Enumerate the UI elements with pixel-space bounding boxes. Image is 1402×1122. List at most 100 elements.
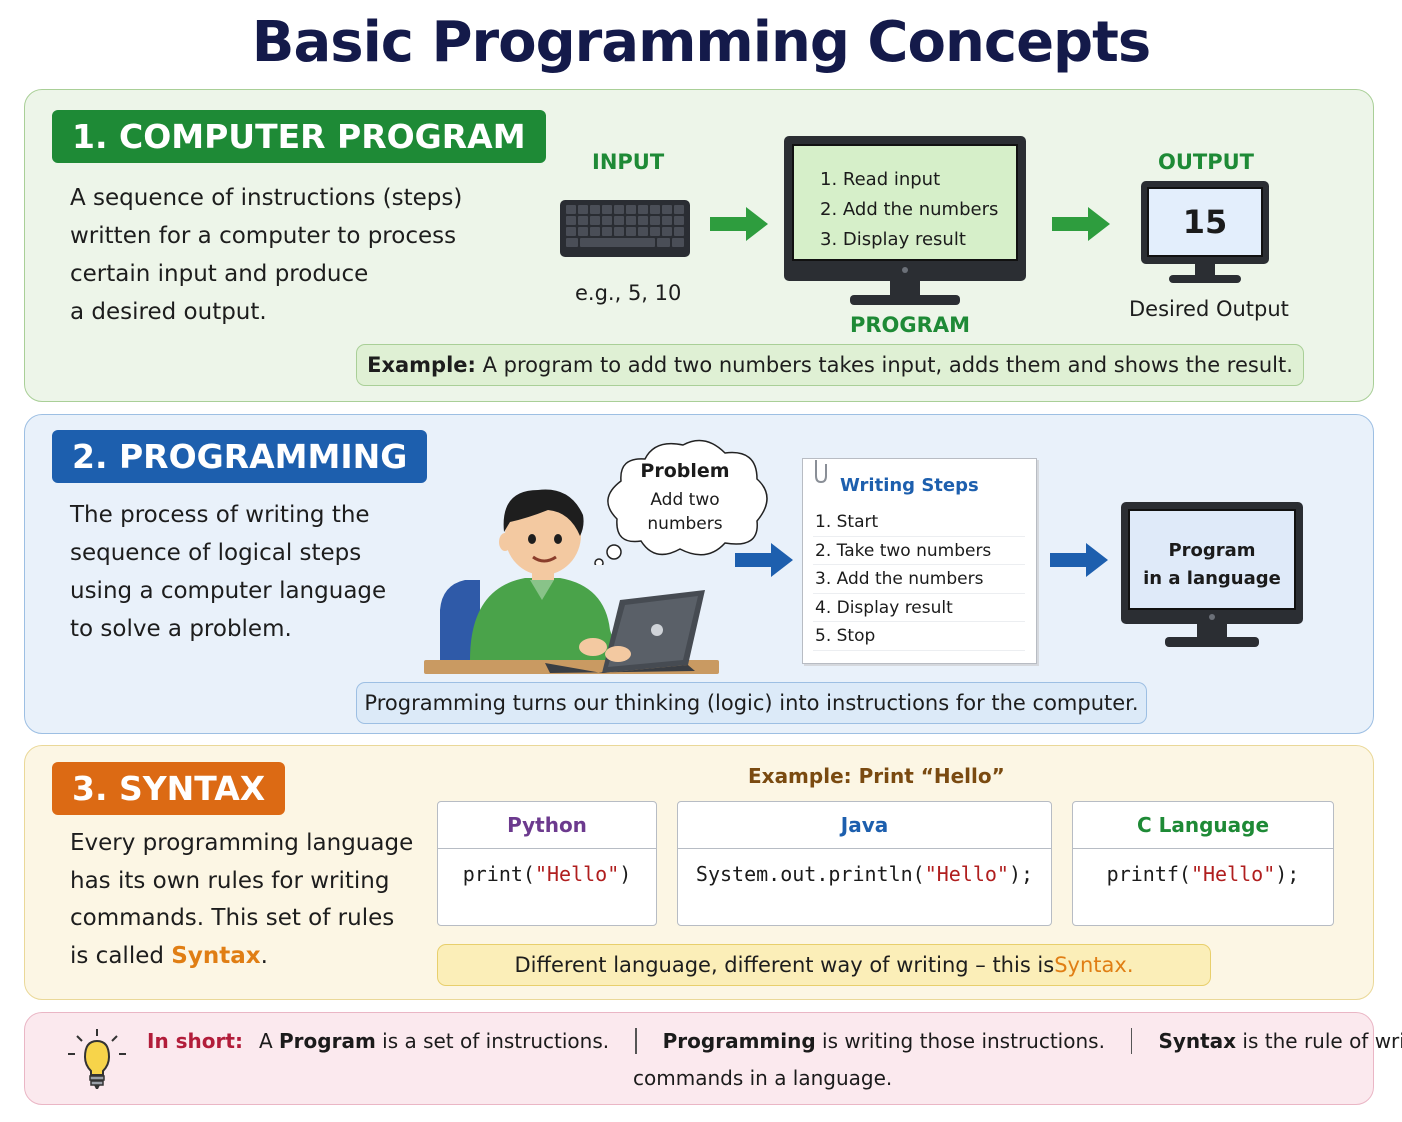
description-line: commands. This set of rules: [70, 905, 395, 931]
code-card-c-language: C Language printf("Hello");: [1072, 801, 1334, 926]
in-short-syntax: Syntax is the rule of writing: [1158, 1029, 1402, 1053]
program-steps: 1. Read input 2. Add the numbers 3. Disp…: [820, 165, 998, 255]
code-part: System.out.println(: [695, 862, 925, 886]
thought-title: Problem: [640, 460, 730, 482]
arrow-right-icon: [1050, 543, 1108, 577]
program-monitor: 1. Read input 2. Add the numbers 3. Disp…: [784, 136, 1026, 281]
in-short-line: In short: A Program is a set of instruct…: [147, 1028, 1402, 1054]
thought-body: Add two numbers: [585, 488, 785, 536]
syntax-term: Syntax: [1158, 1029, 1237, 1053]
thought-line: Add two: [650, 490, 720, 510]
page-title: Basic Programming Concepts: [251, 10, 1151, 75]
description-line: A sequence of instructions (steps): [70, 185, 463, 211]
program-in-language-monitor: Program in a language: [1121, 502, 1303, 624]
output-monitor: 15: [1141, 181, 1269, 264]
code-part: print(: [462, 862, 535, 886]
code-string: "Hello": [924, 862, 1009, 886]
program-step: 2. Add the numbers: [820, 199, 999, 220]
program-screen: 1. Read input 2. Add the numbers 3. Disp…: [792, 144, 1018, 261]
language-name: Java: [678, 802, 1051, 849]
syntax-term: Syntax: [171, 942, 261, 969]
thought-line: numbers: [647, 514, 723, 534]
notebook-step: 3. Add the numbers: [813, 565, 1025, 594]
arrow-right-icon: [735, 543, 793, 577]
thought-bubble: Problem Add two numbers: [585, 435, 805, 565]
description-line: written for a computer to process: [70, 223, 457, 249]
description-line: is called Syntax.: [70, 938, 413, 976]
code-card-java: Java System.out.println("Hello");: [677, 801, 1052, 926]
program-line: Program: [1168, 540, 1256, 561]
output-caption: Desired Output: [1129, 297, 1289, 321]
code-string: "Hello": [534, 862, 620, 886]
programming-term: Programming: [662, 1029, 816, 1053]
notebook-title: Writing Steps: [840, 475, 979, 496]
code-card-python: Python print("Hello"): [437, 801, 657, 926]
program-step: 3. Display result: [820, 229, 966, 250]
example-label: Example:: [367, 353, 476, 377]
language-name: Python: [438, 802, 656, 849]
divider: [635, 1028, 637, 1054]
syntax-description: Every programming language has its own r…: [70, 825, 413, 975]
code-part: printf(: [1106, 862, 1191, 886]
description-suffix: .: [260, 942, 268, 969]
program-term: Program: [279, 1029, 376, 1053]
paper-clip-icon: [815, 460, 827, 484]
program-in-language-screen: Program in a language: [1128, 509, 1296, 610]
programming-description: The process of writing the sequence of l…: [70, 496, 386, 648]
code-snippet: printf("Hello");: [1073, 849, 1333, 886]
syntax-summary-term: Syntax.: [1054, 953, 1134, 977]
description-line: has its own rules for writing: [70, 867, 390, 894]
programming-summary: Programming turns our thinking (logic) i…: [356, 682, 1147, 724]
section-heading-syntax: 3. SYNTAX: [52, 762, 286, 815]
programming-panel: 2. PROGRAMMING The process of writing th…: [24, 414, 1374, 734]
in-short-continued: commands in a language.: [633, 1066, 893, 1090]
text-part: is a set of instructions.: [375, 1029, 610, 1053]
lightbulb-icon: [68, 1029, 126, 1089]
divider: [1130, 1028, 1133, 1054]
code-part: );: [1008, 862, 1034, 886]
description-line: certain input and produce: [70, 261, 369, 287]
monitor-base: [1165, 637, 1259, 647]
child-at-laptop-illustration: [424, 489, 719, 674]
program-in-language-text: Program in a language: [1130, 537, 1294, 593]
code-snippet: System.out.println("Hello");: [678, 849, 1051, 886]
program-label: PROGRAM: [850, 313, 970, 337]
text-part: is the rule of writing: [1242, 1029, 1402, 1053]
monitor-stand: [1195, 264, 1215, 276]
output-screen: 15: [1147, 187, 1263, 257]
section-heading-programming: 2. PROGRAMMING: [52, 430, 428, 483]
writing-steps-notebook: Writing Steps 1. Start 2. Take two numbe…: [802, 458, 1037, 664]
arrow-right-icon: [1052, 207, 1110, 241]
computer-program-panel: 1. COMPUTER PROGRAM A sequence of instru…: [24, 89, 1374, 402]
program-line: in a language: [1143, 568, 1281, 589]
monitor-stand: [890, 281, 920, 296]
output-value: 15: [1182, 203, 1228, 241]
in-short-programming: Programming is writing those instruction…: [663, 1029, 1105, 1053]
power-led-icon: [902, 267, 908, 273]
description-line: to solve a problem.: [70, 616, 292, 642]
code-part: ): [619, 862, 632, 886]
syntax-panel: 3. SYNTAX Every programming language has…: [24, 745, 1374, 1000]
text-part: A: [258, 1029, 279, 1053]
description-line: a desired output.: [70, 299, 267, 325]
in-short-panel: In short: A Program is a set of instruct…: [24, 1012, 1402, 1105]
description-line: using a computer language: [70, 578, 387, 604]
monitor-stand: [1197, 624, 1227, 639]
monitor-base: [1169, 275, 1241, 283]
keyboard-icon: [560, 200, 690, 257]
thought-cloud-icon: [594, 439, 768, 565]
input-label: INPUT: [592, 150, 665, 174]
in-short-label: In short:: [147, 1029, 243, 1053]
output-label: OUTPUT: [1158, 150, 1254, 174]
notebook-step: 4. Display result: [813, 594, 1025, 623]
syntax-summary-prefix: Different language, different way of wri…: [514, 953, 1055, 977]
language-name: C Language: [1073, 802, 1333, 849]
description-line: The process of writing the: [70, 502, 370, 528]
syntax-summary: Different language, different way of wri…: [437, 944, 1211, 986]
text-part: is writing those instructions.: [815, 1029, 1105, 1053]
in-short-program: A Program is a set of instructions.: [259, 1029, 609, 1053]
section-heading-computer-program: 1. COMPUTER PROGRAM: [52, 110, 546, 163]
notebook-steps: 1. Start 2. Take two numbers 3. Add the …: [813, 508, 1025, 651]
syntax-example-title: Example: Print “Hello”: [748, 764, 1005, 788]
input-example: e.g., 5, 10: [575, 281, 682, 305]
